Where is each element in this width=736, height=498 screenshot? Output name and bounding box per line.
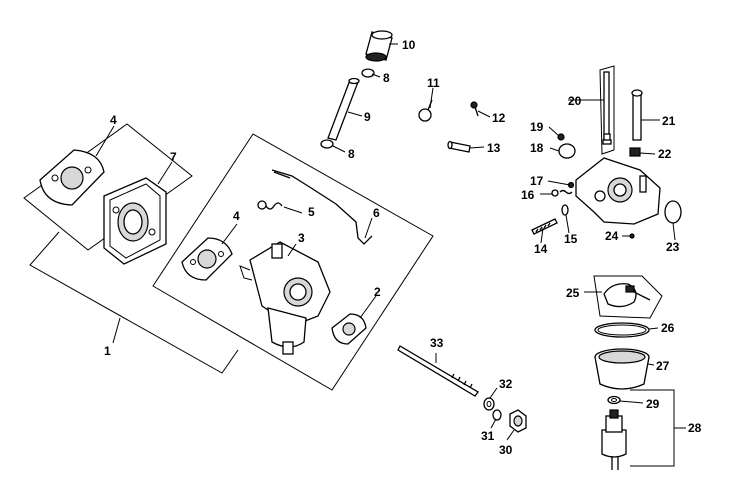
callout-labels: 1 2 3 4 4 5 6 7 8 8 9 10 11 12 13 14 15 …	[104, 38, 702, 457]
washer-part-32	[483, 397, 495, 411]
callout-20: 20	[568, 94, 582, 108]
spring-part-15	[561, 204, 569, 216]
adjusting-screw-part-14	[531, 218, 558, 235]
nut-part-30	[509, 409, 527, 433]
callout-33: 33	[430, 336, 444, 350]
callout-22: 22	[658, 147, 672, 161]
carburetor-body-upper-right	[575, 157, 661, 225]
callout-8-upper: 8	[383, 71, 390, 85]
callout-2: 2	[374, 285, 381, 299]
callout-4-right: 4	[233, 209, 240, 223]
callout-19: 19	[530, 120, 544, 134]
callout-6-upper: 6	[373, 206, 380, 220]
parts-16-17	[551, 181, 575, 197]
group-outlines	[23, 123, 434, 391]
callout-1: 1	[104, 344, 111, 358]
callout-28: 28	[688, 421, 702, 435]
fitting-part-22	[629, 147, 641, 157]
callout-16: 16	[521, 188, 535, 202]
callout-14: 14	[534, 242, 548, 256]
callout-17: 17	[530, 174, 544, 188]
callout-13: 13	[487, 141, 501, 155]
solenoid-part-28	[601, 389, 675, 470]
float-part-25	[593, 275, 663, 319]
spring-part-5	[257, 200, 283, 210]
disc-part-18	[558, 143, 576, 159]
callout-7: 7	[170, 150, 177, 164]
callout-31: 31	[481, 429, 495, 443]
stud-part-33	[397, 345, 479, 397]
gasket-part-4-left	[39, 149, 105, 206]
callout-8-lower: 8	[348, 147, 355, 161]
clip-part-11	[418, 99, 433, 122]
callout-5: 5	[308, 205, 315, 219]
callout-21: 21	[662, 114, 676, 128]
float-bowl-part-27	[594, 348, 650, 390]
callout-4-left: 4	[110, 113, 117, 127]
gasket-part-4-right	[181, 237, 233, 281]
callout-3: 3	[298, 231, 305, 245]
callout-27: 27	[656, 359, 670, 373]
clamp-part-8-upper	[361, 68, 375, 78]
gasket-part-2	[331, 313, 367, 345]
callout-30: 30	[499, 443, 513, 457]
callout-26: 26	[661, 321, 675, 335]
callout-32: 32	[499, 377, 513, 391]
bracket-part-20	[599, 65, 615, 155]
screw-part-19	[557, 133, 565, 141]
callout-10: 10	[402, 38, 416, 52]
callout-25: 25	[566, 286, 580, 300]
leader-lines	[95, 43, 686, 441]
callout-18: 18	[530, 141, 544, 155]
fuel-hose-part-9	[327, 77, 360, 141]
callout-24: 24	[605, 229, 619, 243]
callout-11: 11	[427, 76, 440, 90]
part-24	[629, 233, 635, 239]
gasket-part-23	[664, 200, 682, 224]
float-pin-part-21	[631, 89, 643, 141]
callout-12: 12	[492, 111, 506, 125]
callout-23: 23	[666, 240, 680, 254]
fuel-filter-part-10	[365, 30, 393, 62]
callout-15: 15	[564, 232, 578, 246]
adapter-plate-part-7	[103, 177, 167, 265]
clamp-part-8-lower	[320, 139, 334, 149]
carburetor-part-3	[239, 241, 331, 355]
o-ring-part-26	[594, 322, 650, 338]
callout-29: 29	[646, 397, 660, 411]
callout-9: 9	[364, 110, 371, 124]
pin-part-13	[447, 140, 471, 153]
washer-part-31	[492, 409, 502, 421]
screw-part-12	[470, 101, 479, 117]
washer-part-29	[607, 395, 621, 405]
linkage-rod-part-6	[271, 169, 373, 245]
